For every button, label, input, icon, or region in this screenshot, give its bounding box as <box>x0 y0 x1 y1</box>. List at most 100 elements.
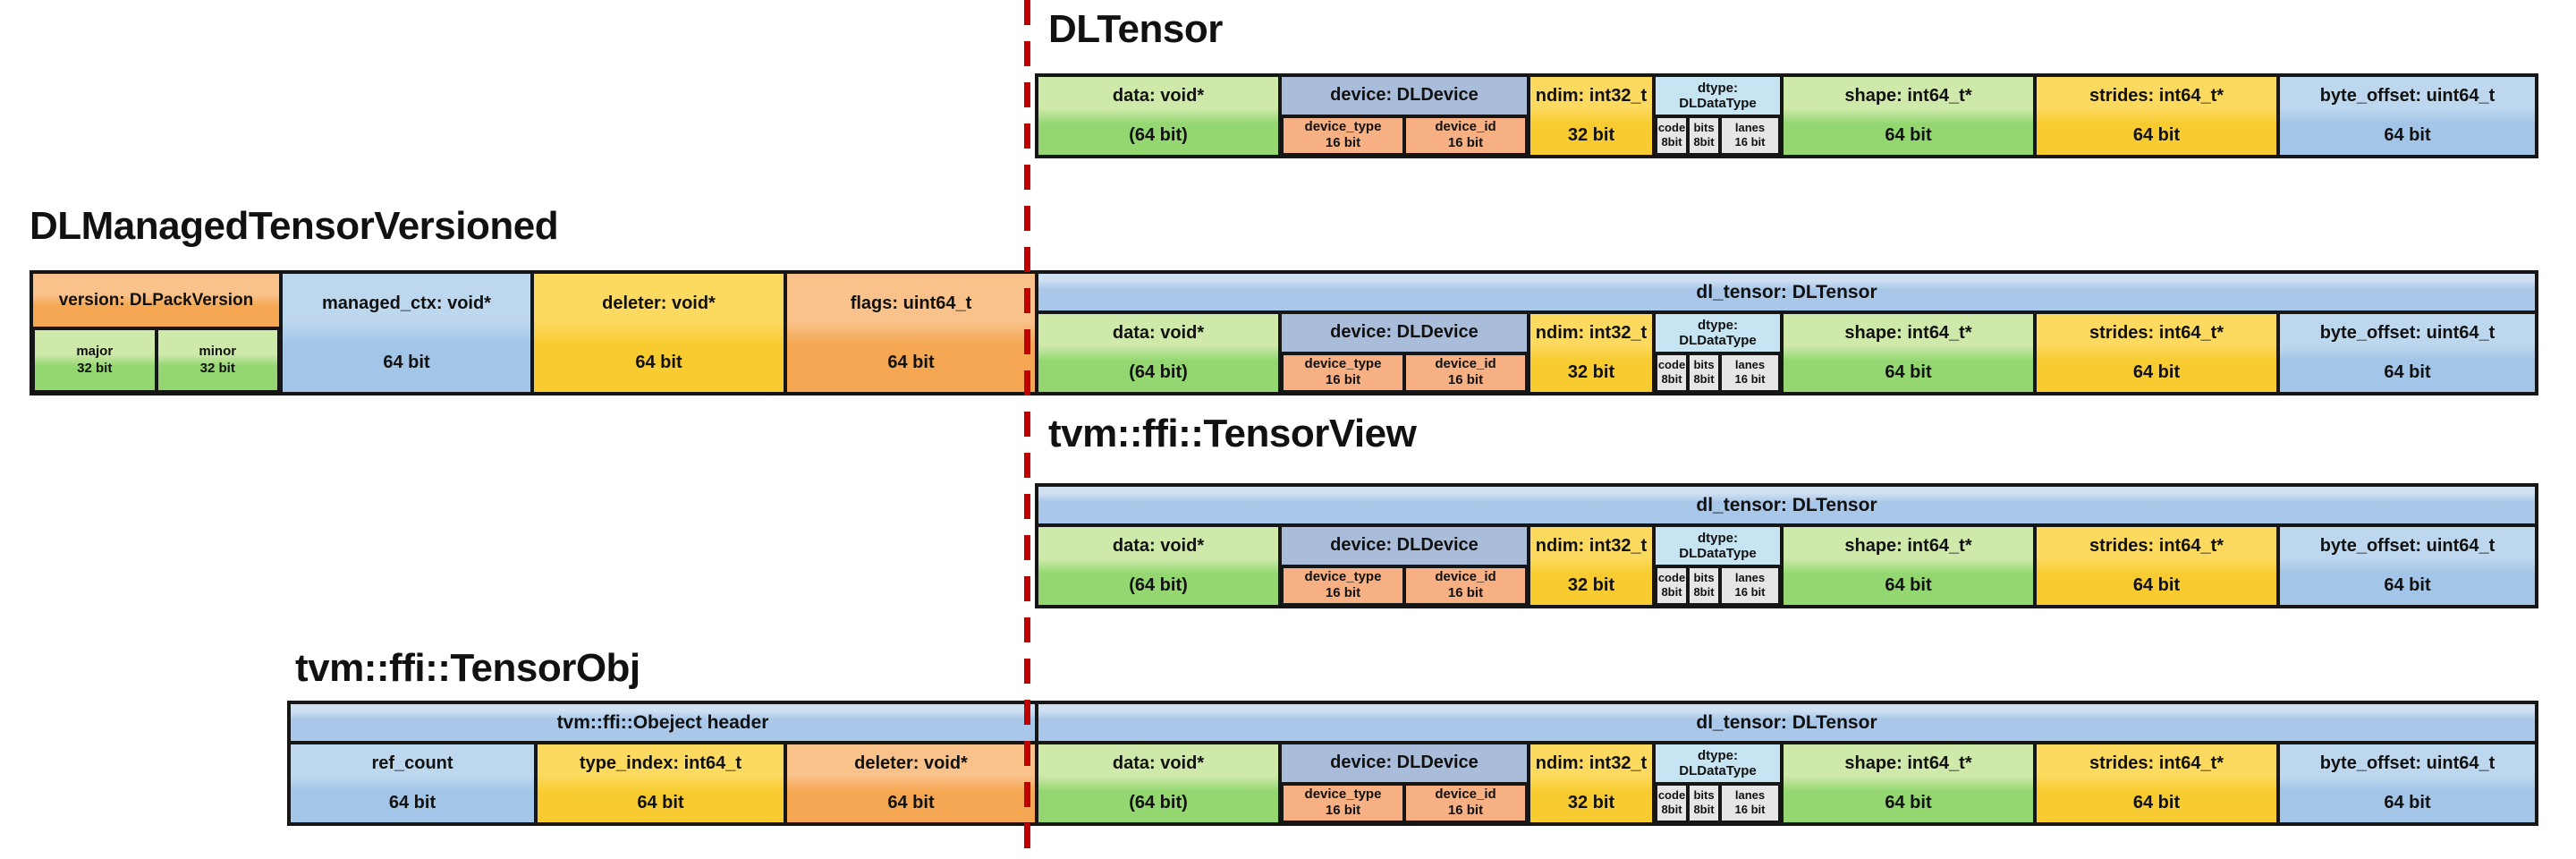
device-struct-header: device: DLDevice <box>1282 744 1527 784</box>
field-label: data: void* <box>1112 753 1205 774</box>
field-bits: 64 bit <box>388 792 436 812</box>
field-cell-type-index: type_index: int64_t 64 bit <box>536 743 785 824</box>
field-label: flags: uint64_t <box>850 293 972 313</box>
dltensor-cells-slot: data: void* (64 bit) device: DLDevice de… <box>1037 75 2537 157</box>
dltensor-segment: data: void* (64 bit) device: DLDevice de… <box>1037 75 2537 157</box>
embedded-dltensor-segment: dl_tensor: DLTensor data: void* (64 bit)… <box>1037 485 2537 607</box>
field-label: shape: int64_t* <box>1844 323 1972 344</box>
field-label: shape: int64_t* <box>1844 86 1972 106</box>
dtype-header-line1: dtype: <box>1698 80 1738 96</box>
field-label: ndim: int32_t <box>1535 753 1648 774</box>
field-cell-strides: strides: int64_t* 64 bit <box>2035 743 2278 824</box>
subfield-minor: minor 32 bit <box>156 328 279 392</box>
field-label: byte_offset: uint64_t <box>2319 86 2496 106</box>
field-cell-shape: shape: int64_t* 64 bit <box>1782 75 2035 157</box>
subfield-label: device_type <box>1304 786 1382 802</box>
device-struct-header: device: DLDevice <box>1282 77 1527 116</box>
device-subfields: device_type 16 bit device_id 16 bit <box>1282 115 1527 155</box>
field-cell-flags: flags: uint64_t 64 bit <box>785 272 1037 394</box>
field-cell-data: data: void* (64 bit) <box>1037 75 1280 157</box>
dtype-subfields: code 8bit bits 8bit lanes 16 bit <box>1656 566 1780 605</box>
subfield-label: device_id <box>1435 786 1496 802</box>
section-title-tensorview: tvm::ffi::TensorView <box>1048 412 1417 455</box>
field-cell-byte-offset: byte_offset: uint64_t 64 bit <box>2278 743 2537 824</box>
field-cell-ndim: ndim: int32_t 32 bit <box>1529 75 1654 157</box>
dltensor-struct-row: data: void* (64 bit) device: DLDevice de… <box>1035 73 2538 158</box>
field-label: shape: int64_t* <box>1844 536 1972 557</box>
embedded-dltensor-segment: dl_tensor: DLTensor data: void* (64 bit)… <box>1037 702 2537 824</box>
field-label: shape: int64_t* <box>1844 753 1972 774</box>
dtype-header-line2: DLDataType <box>1679 332 1757 348</box>
subfield-bits: 32 bit <box>199 360 235 376</box>
subfield-device-type: device_type 16 bit <box>1282 353 1404 392</box>
field-label: managed_ctx: void* <box>322 293 491 313</box>
subfield-label: code <box>1657 121 1686 134</box>
subfield-bits: 16 bit <box>1734 585 1766 600</box>
subfield-bits: 8bit <box>1661 803 1682 817</box>
field-label: byte_offset: uint64_t <box>2319 536 2496 557</box>
field-bits: 64 bit <box>637 792 684 812</box>
subfield-device-id: device_id 16 bit <box>1404 566 1527 605</box>
subfield-bits: 8bit <box>1661 585 1682 600</box>
dl-tensor-band: dl_tensor: DLTensor <box>1037 702 2537 743</box>
field-cell-byte-offset: byte_offset: uint64_t 64 bit <box>2278 312 2537 394</box>
field-bits: 64 bit <box>2132 574 2181 595</box>
subfield-label: device_id <box>1435 355 1496 371</box>
subfield-bits-field: bits 8bit <box>1688 115 1720 155</box>
field-cell-dtype: dtype: DLDataType code 8bit bits 8bit la… <box>1654 75 1782 157</box>
dtype-subfields: code 8bit bits 8bit lanes 16 bit <box>1656 115 1780 155</box>
field-label: data: void* <box>1112 323 1205 344</box>
subfield-device-id: device_id 16 bit <box>1404 353 1527 392</box>
field-bits: 64 bit <box>887 352 935 372</box>
subfield-label: lanes <box>1734 358 1766 371</box>
subfield-lanes: lanes 16 bit <box>1720 353 1780 392</box>
field-cell-shape: shape: int64_t* 64 bit <box>1782 525 2035 607</box>
field-bits: (64 bit) <box>1129 361 1188 382</box>
field-label: ndim: int32_t <box>1535 536 1648 557</box>
subfield-label: device_type <box>1304 118 1382 134</box>
dltensor-fields-strip: data: void* (64 bit) device: DLDevice de… <box>1037 75 2537 157</box>
device-subfields: device_type 16 bit device_id 16 bit <box>1282 566 1527 605</box>
embedded-dltensor-segment: dl_tensor: DLTensor data: void* (64 bit)… <box>1037 272 2537 394</box>
field-bits: 64 bit <box>383 352 430 372</box>
field-bits: 32 bit <box>1567 574 1615 595</box>
field-bits: 32 bit <box>1567 792 1615 812</box>
field-bits: 64 bit <box>1885 124 1932 145</box>
subfield-label: minor <box>199 343 237 359</box>
subfield-device-type: device_type 16 bit <box>1282 783 1404 822</box>
subfield-device-type: device_type 16 bit <box>1282 566 1404 605</box>
dtype-subfields: code 8bit bits 8bit lanes 16 bit <box>1656 783 1780 822</box>
field-bits: 64 bit <box>887 792 935 812</box>
subfield-bits: 8bit <box>1693 585 1715 600</box>
field-cell-device: device: DLDevice device_type 16 bit devi… <box>1280 75 1529 157</box>
field-bits: 64 bit <box>1885 574 1932 595</box>
field-bits: 64 bit <box>1885 792 1932 812</box>
field-bits: 64 bit <box>2132 361 2181 382</box>
subfield-label: bits <box>1693 121 1715 134</box>
subfield-bits: 16 bit <box>1325 585 1361 601</box>
subfield-lanes: lanes 16 bit <box>1720 115 1780 155</box>
field-bits: (64 bit) <box>1129 124 1188 145</box>
dltensor-fields-strip: data: void* (64 bit) device: DLDevice de… <box>1037 525 2537 607</box>
field-cell-dtype: dtype: DLDataType code 8bit bits 8bit la… <box>1654 312 1782 394</box>
subfield-major: major 32 bit <box>33 328 157 392</box>
field-cell-strides: strides: int64_t* 64 bit <box>2035 525 2278 607</box>
subfield-label: major <box>76 343 114 359</box>
subfield-bits: 16 bit <box>1447 585 1484 601</box>
dtype-struct-header: dtype: DLDataType <box>1656 527 1780 566</box>
subfield-label: code <box>1657 358 1686 371</box>
field-bits: 64 bit <box>1885 361 1932 382</box>
field-cell-ndim: ndim: int32_t 32 bit <box>1529 312 1654 394</box>
tensorobj-own-fields: ref_count 64 bit type_index: int64_t 64 … <box>289 743 1037 824</box>
field-cell-shape: shape: int64_t* 64 bit <box>1782 312 2035 394</box>
field-cell-ndim: ndim: int32_t 32 bit <box>1529 743 1654 824</box>
subfield-label: bits <box>1693 571 1715 584</box>
subfield-lanes: lanes 16 bit <box>1720 566 1780 605</box>
subfield-bits: 8bit <box>1693 135 1715 149</box>
field-label: type_index: int64_t <box>579 753 742 774</box>
field-cell-version: version: DLPackVersion major 32 bit mino… <box>31 272 281 394</box>
field-cell-device: device: DLDevice device_type 16 bit devi… <box>1280 525 1529 607</box>
field-label: strides: int64_t* <box>2089 753 2224 774</box>
subfield-label: lanes <box>1734 788 1766 802</box>
